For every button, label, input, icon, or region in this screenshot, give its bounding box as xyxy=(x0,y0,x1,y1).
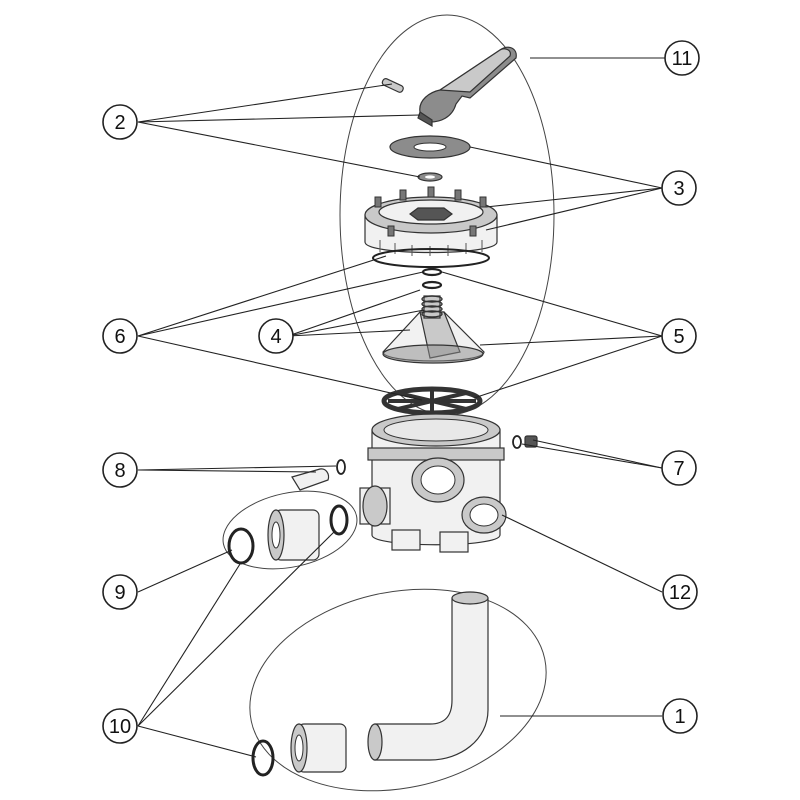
callout-10: 10 xyxy=(102,708,138,744)
callout-11: 11 xyxy=(664,40,700,76)
pipe-union xyxy=(290,723,347,773)
svg-text:10: 10 xyxy=(109,716,131,738)
cover-screws xyxy=(374,186,487,237)
star-gasket xyxy=(381,386,483,416)
callout-3: 3 xyxy=(661,170,697,206)
callout-2: 2 xyxy=(102,104,138,140)
group-ellipse-union-assembly xyxy=(222,490,358,570)
valve-body xyxy=(359,413,507,553)
body-port-bottom xyxy=(391,529,469,553)
svg-text:9: 9 xyxy=(114,582,125,604)
pipe-o-ring xyxy=(251,739,275,777)
svg-text:8: 8 xyxy=(114,460,125,482)
union-assembly xyxy=(227,504,349,565)
callout-8: 8 xyxy=(102,452,138,488)
svg-text:12: 12 xyxy=(669,582,691,604)
group-ellipse-pipe-assembly xyxy=(249,588,547,792)
svg-text:1: 1 xyxy=(674,706,685,728)
sight-glass xyxy=(291,459,346,491)
callout-4: 4 xyxy=(258,318,294,354)
flat-gasket-small xyxy=(417,172,443,182)
svg-text:11: 11 xyxy=(672,48,693,70)
svg-text:4: 4 xyxy=(270,326,281,348)
callout-12: 12 xyxy=(662,574,698,610)
svg-text:6: 6 xyxy=(114,326,125,348)
callout-1: 1 xyxy=(662,698,698,734)
drain-plug xyxy=(512,435,538,449)
valve-rotor xyxy=(382,295,485,364)
leader-lines xyxy=(137,57,665,758)
cover-o-ring xyxy=(372,248,490,268)
shaft-o-ring-1 xyxy=(421,267,443,277)
handle-pin xyxy=(381,78,404,93)
callout-6: 6 xyxy=(102,318,138,354)
svg-text:5: 5 xyxy=(673,326,684,348)
callout-7: 7 xyxy=(661,450,697,486)
elbow-pipe xyxy=(367,591,489,761)
valve-handle xyxy=(417,46,517,128)
svg-text:7: 7 xyxy=(673,458,684,480)
svg-text:3: 3 xyxy=(673,178,684,200)
valve-cover xyxy=(364,186,498,256)
callout-9: 9 xyxy=(102,574,138,610)
rotor-spring-shaft xyxy=(421,295,443,319)
shaft-o-ring-2 xyxy=(421,280,443,290)
body-port-left xyxy=(359,485,391,527)
flat-gasket-large xyxy=(389,135,471,159)
body-port-center xyxy=(411,457,465,503)
svg-text:2: 2 xyxy=(114,112,125,134)
body-port-front xyxy=(461,496,507,534)
callout-5: 5 xyxy=(661,318,697,354)
